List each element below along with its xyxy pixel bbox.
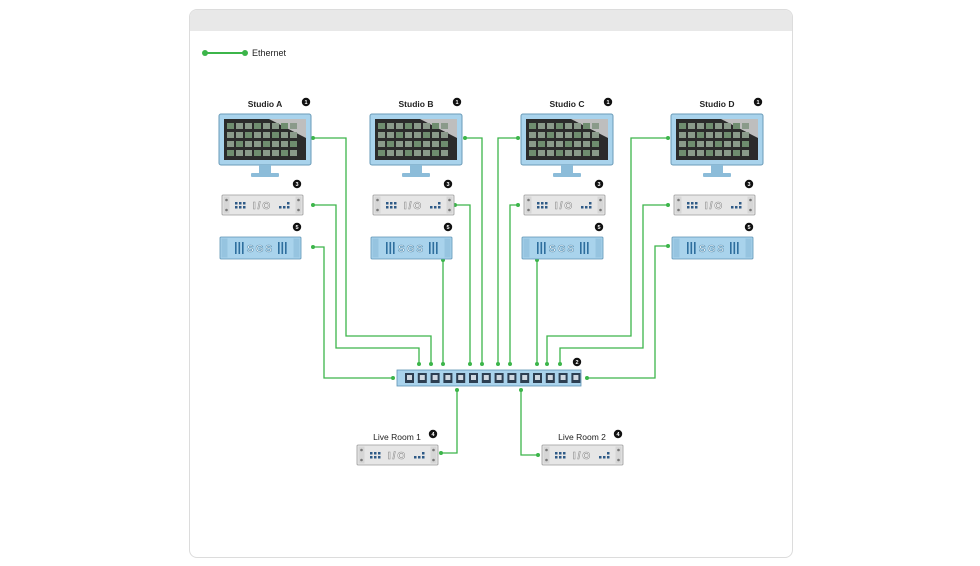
live-room-label-1: Live Room 1: [373, 432, 421, 442]
studio-computer-1: [218, 113, 312, 177]
io-badge-3: 3: [594, 179, 604, 189]
ethernet-legend-swatch: [202, 50, 248, 56]
switch-port: [456, 373, 466, 383]
ethernet-cables: [311, 136, 670, 457]
io-label: I/O: [573, 451, 592, 462]
switch-port: [417, 373, 427, 383]
io-label: I/O: [705, 201, 724, 212]
switch-port: [545, 373, 555, 383]
studio-computer-2: [369, 113, 463, 177]
panel-header: [190, 10, 792, 31]
switch-port: [494, 373, 504, 383]
cable-studio-a-io: [313, 204, 420, 364]
svg-text:5: 5: [597, 225, 600, 231]
switch-port: [443, 373, 453, 383]
live-room-badge-2: 4: [613, 429, 623, 438]
cable-live-room-1: [441, 390, 458, 454]
svg-text:4: 4: [431, 432, 435, 438]
sgs-label: SGS: [247, 244, 274, 255]
studio-io-interface-1: I/O: [221, 194, 304, 216]
computer-badge-1: 1: [301, 97, 311, 107]
switch-port: [533, 373, 542, 383]
svg-text:5: 5: [446, 225, 449, 231]
switch-port: [481, 373, 491, 383]
io-label: I/O: [388, 451, 407, 462]
switch-port: [430, 373, 440, 383]
live-room-io-interface-2: I/O: [541, 444, 624, 466]
live-room-label-2: Live Room 2: [558, 432, 606, 442]
sgs-label: SGS: [699, 244, 726, 255]
cable-studio-c-io: [509, 204, 518, 364]
live-room-io-interface-1: I/O: [356, 444, 439, 466]
io-badge-4: 3: [744, 179, 754, 189]
svg-text:5: 5: [295, 225, 298, 231]
legend-ethernet-label: Ethernet: [252, 48, 287, 58]
legend: Ethernet: [202, 48, 287, 58]
svg-text:3: 3: [446, 182, 449, 188]
computer-badge-2: 1: [452, 97, 462, 107]
cable-studio-a-sgs: [313, 246, 393, 379]
sgs-badge-4: 5: [744, 222, 754, 232]
computer-badge-3: 1: [603, 97, 613, 107]
studio-computer-3: [520, 113, 614, 177]
studio-io-interface-3: I/O: [523, 194, 606, 216]
io-badge-1: 3: [292, 179, 302, 189]
studio-label-3: Studio C: [550, 99, 585, 109]
sgs-badge-3: 5: [594, 222, 604, 232]
switch-port: [520, 373, 530, 383]
svg-text:5: 5: [747, 225, 750, 231]
switch-port: [469, 373, 478, 383]
sgs-label: SGS: [549, 244, 576, 255]
sgs-badge-2: 5: [443, 222, 453, 232]
devices: I/O SGS I/O SGS I/O SGS I/O SGS I/O I/O: [218, 113, 764, 466]
cable-studio-c-computer: [497, 137, 518, 364]
live-room-badge-1: 4: [428, 429, 438, 438]
computer-badge-4: 1: [753, 97, 763, 107]
io-label: I/O: [404, 201, 423, 212]
ethernet-switch: [396, 369, 582, 387]
studio-label-4: Studio D: [700, 99, 735, 109]
cable-studio-a-computer: [313, 137, 432, 364]
cable-studio-d-sgs: [587, 245, 668, 379]
labels: Studio A 1 3 5 Studio B 1 3 5 Studio C 1 3 5 Studio …: [248, 97, 763, 442]
svg-text:1: 1: [304, 100, 307, 106]
studio-label-2: Studio B: [399, 99, 434, 109]
studio-io-interface-2: I/O: [372, 194, 455, 216]
switch-port: [558, 373, 568, 383]
svg-text:3: 3: [295, 182, 298, 188]
io-label: I/O: [555, 201, 574, 212]
switch-port: [405, 373, 414, 383]
switch-port: [507, 373, 517, 383]
svg-text:2: 2: [575, 360, 578, 366]
studio-sgs-unit-2: SGS: [370, 236, 453, 260]
cable-studio-b-io: [455, 204, 471, 364]
svg-text:3: 3: [747, 182, 750, 188]
svg-text:4: 4: [616, 432, 620, 438]
studio-io-interface-4: I/O: [673, 194, 756, 216]
diagram-panel: Ethernet: [189, 9, 793, 558]
switch-port: [571, 373, 581, 383]
cable-studio-d-computer: [546, 137, 668, 364]
studio-computer-4: [670, 113, 764, 177]
svg-text:1: 1: [606, 100, 609, 106]
svg-text:3: 3: [597, 182, 600, 188]
cable-studio-d-io: [559, 204, 668, 364]
io-label: I/O: [253, 201, 272, 212]
svg-text:1: 1: [756, 100, 759, 106]
cable-studio-b-computer: [465, 137, 483, 364]
studio-sgs-unit-1: SGS: [219, 236, 302, 260]
cable-live-room-2: [520, 390, 538, 456]
sgs-badge-1: 5: [292, 222, 302, 232]
switch-badge: 2: [572, 357, 582, 366]
studio-sgs-unit-4: SGS: [671, 236, 754, 260]
studio-label-1: Studio A: [248, 99, 283, 109]
io-badge-2: 3: [443, 179, 453, 189]
sgs-label: SGS: [398, 244, 425, 255]
svg-text:1: 1: [455, 100, 458, 106]
studio-sgs-unit-3: SGS: [521, 236, 604, 260]
